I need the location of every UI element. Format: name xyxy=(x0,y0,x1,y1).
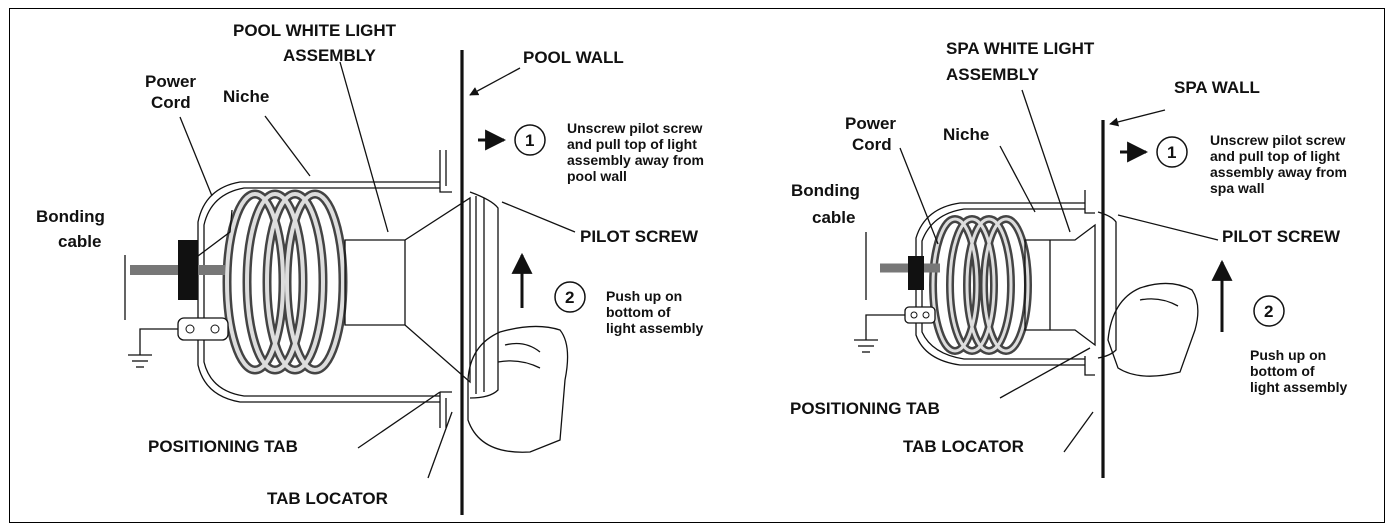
pool-niche-label: Niche xyxy=(223,87,269,106)
diagram-frame xyxy=(9,8,1385,523)
pool-power-cord-label-1: Power xyxy=(145,72,196,91)
spa-step2-circle xyxy=(1253,295,1285,327)
pool-light-housing xyxy=(344,196,471,384)
pool-step1-text-1: Unscrew pilot screw xyxy=(567,120,702,136)
spa-step2-text-1: Push up on xyxy=(1250,347,1326,363)
pool-coil xyxy=(222,189,348,375)
pool-cord-clamp xyxy=(178,240,198,300)
pool-panel: POOL WHITE LIGHT ASSEMBLY POOL WALL Powe… xyxy=(36,21,704,515)
spa-step2-text-3: light assembly xyxy=(1250,379,1347,395)
spa-niche-label: Niche xyxy=(943,125,989,144)
spa-positioning-tab-label: POSITIONING TAB xyxy=(790,399,940,418)
pool-assembly-label-1: POOL WHITE LIGHT xyxy=(233,21,397,40)
pool-step2-text-2: bottom of xyxy=(606,304,671,320)
spa-panel: SPA WHITE LIGHT ASSEMBLY SPA WALL Power … xyxy=(790,39,1347,478)
spa-tab-locator-label: TAB LOCATOR xyxy=(903,437,1024,456)
spa-step1-text-2: and pull top of light xyxy=(1210,148,1340,164)
pool-bonding-label-2: cable xyxy=(58,232,101,251)
spa-bonding-label-1: Bonding xyxy=(791,181,860,200)
spa-assembly-label-1: SPA WHITE LIGHT xyxy=(946,39,1095,58)
pool-hand-icon xyxy=(467,325,569,453)
spa-power-cord-label-2: Cord xyxy=(852,135,892,154)
pool-tab-locator-label: TAB LOCATOR xyxy=(267,489,388,508)
spa-step2-text-2: bottom of xyxy=(1250,363,1315,379)
pool-step1-text-4: pool wall xyxy=(567,168,627,184)
spa-pilot-screw-label: PILOT SCREW xyxy=(1222,227,1341,246)
pool-step2-number: 2 xyxy=(565,288,574,307)
spa-ground-icon xyxy=(854,339,878,353)
spa-light-housing xyxy=(1024,223,1096,347)
pool-step1-number: 1 xyxy=(525,131,534,150)
spa-coil xyxy=(929,215,1032,355)
spa-step1-text-1: Unscrew pilot screw xyxy=(1210,132,1345,148)
pool-bonding-label-1: Bonding xyxy=(36,207,105,226)
spa-step2-number: 2 xyxy=(1264,302,1273,321)
pool-assembly-label-2: ASSEMBLY xyxy=(283,46,377,65)
spa-assembly-label-2: ASSEMBLY xyxy=(946,65,1040,84)
pool-wall-label: POOL WALL xyxy=(523,48,624,67)
pool-ground-icon xyxy=(128,354,152,368)
pool-step2-text-1: Push up on xyxy=(606,288,682,304)
pool-niche xyxy=(197,181,440,403)
spa-wall-label: SPA WALL xyxy=(1174,78,1260,97)
spa-step1-text-4: spa wall xyxy=(1210,180,1264,196)
pool-step1-text-2: and pull top of light xyxy=(567,136,697,152)
spa-step1-number: 1 xyxy=(1167,143,1176,162)
pool-step2-circle xyxy=(554,281,586,313)
spa-step1-circle xyxy=(1156,136,1188,168)
spa-bonding-label-2: cable xyxy=(812,208,855,227)
spa-hand-icon xyxy=(1107,282,1199,377)
spa-power-cord-label-1: Power xyxy=(845,114,896,133)
pool-pilot-screw-label: PILOT SCREW xyxy=(580,227,699,246)
pool-step1-circle xyxy=(514,124,546,156)
spa-step1-text-3: assembly away from xyxy=(1210,164,1347,180)
spa-cord-clamp xyxy=(908,256,924,290)
pool-step1-text-3: assembly away from xyxy=(567,152,704,168)
pool-step2-text-3: light assembly xyxy=(606,320,703,336)
pool-positioning-tab-label: POSITIONING TAB xyxy=(148,437,298,456)
pool-power-cord-label-2: Cord xyxy=(151,93,191,112)
